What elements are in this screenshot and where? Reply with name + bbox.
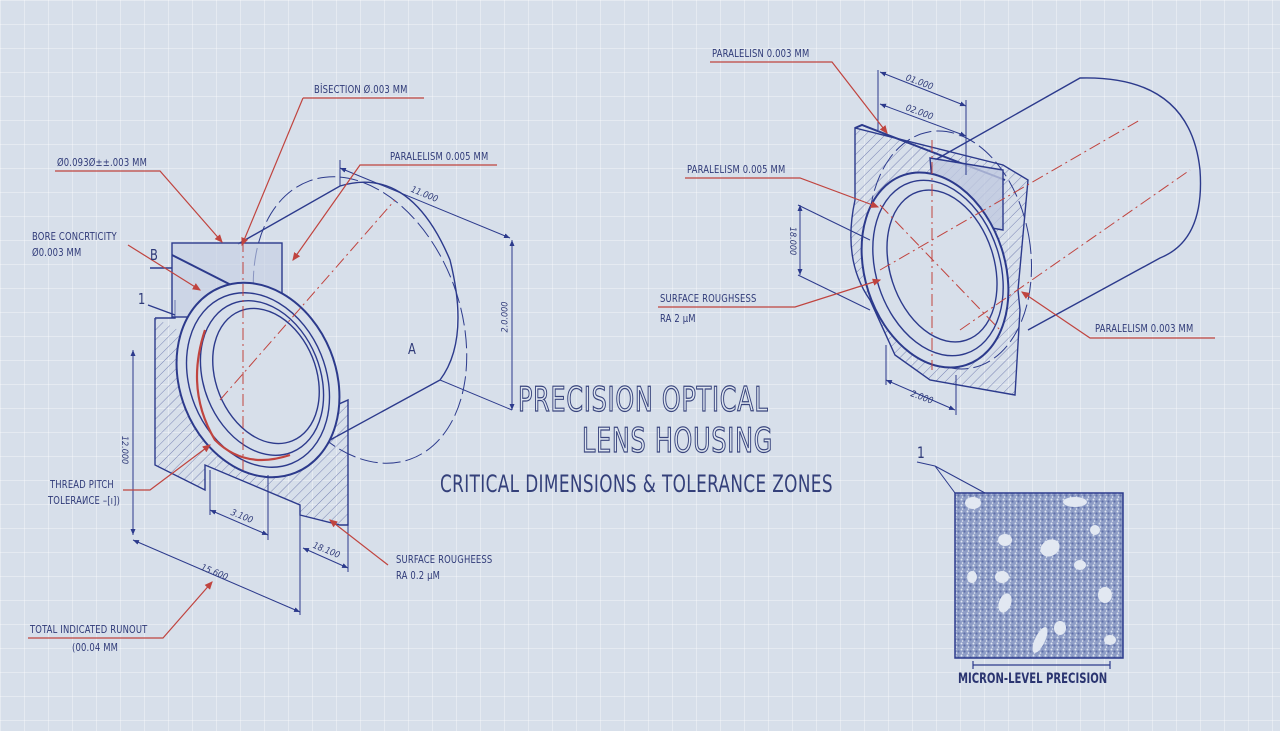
- parallelism-callout: PARALELISM 0.005 MM: [390, 150, 489, 163]
- left-housing-drawing: [130, 160, 515, 615]
- dimension-height-right: 2.0.000: [500, 301, 511, 333]
- runout-label: TOTAL INDICATED RUNOUT: [30, 623, 148, 636]
- micro-detail-panel: [916, 461, 1124, 669]
- bisection-callout: BİSECTION Ø.003 MM: [314, 83, 408, 96]
- parallelism-right-callout: PARALELISM 0.003 MM: [1095, 322, 1194, 335]
- thread-pitch-tolerance: TOLERAИCE –[ı]): [48, 494, 121, 507]
- runout-value: (00.04 MM: [72, 641, 119, 654]
- title-line-1: PRECISION OPTICAL: [518, 379, 769, 420]
- right-housing-drawing: [797, 70, 1202, 415]
- parallelism-mid-callout: PARALELISM 0.005 MM: [687, 163, 786, 176]
- parallelism-top-callout: PARALELISN 0.003 MM: [712, 47, 810, 60]
- datum-1-label: 1: [138, 290, 146, 308]
- right-surface-roughness-label: SURFACE ROUGHSESS: [660, 292, 757, 305]
- subtitle: CRITICAL DIMENSIONS & TOLERANCE ZONES: [440, 470, 833, 498]
- surface-roughness-value: RA 0.2 µM: [396, 569, 441, 582]
- surface-roughness-label: SURFACE ROUGHEESS: [396, 553, 493, 566]
- micro-detail-caption: MICRON-LEVEL PRECISION: [958, 671, 1108, 687]
- dimension-bore-height: 18.000: [787, 226, 798, 256]
- thread-pitch-label: THREAD PITCH: [50, 478, 114, 491]
- dimension-height-left: 12.000: [119, 435, 130, 465]
- diameter-tolerance-callout: Ø0.093Ø±±.003 MM: [57, 156, 148, 169]
- bore-concentricity-value: Ø0.003 MM: [32, 246, 82, 259]
- micro-voids: [965, 497, 1116, 653]
- right-leader-lines: [658, 61, 1215, 339]
- datum-b-label: B: [150, 246, 159, 264]
- right-surface-roughness-value: RA 2 µM: [660, 312, 696, 325]
- title-line-2: LENS HOUSING: [582, 420, 774, 461]
- bore-concentricity-label: BORE CONCRTICITY: [32, 230, 117, 243]
- micro-detail-marker: 1: [917, 443, 925, 462]
- left-leader-lines: [28, 97, 497, 639]
- datum-a-label: A: [408, 340, 417, 358]
